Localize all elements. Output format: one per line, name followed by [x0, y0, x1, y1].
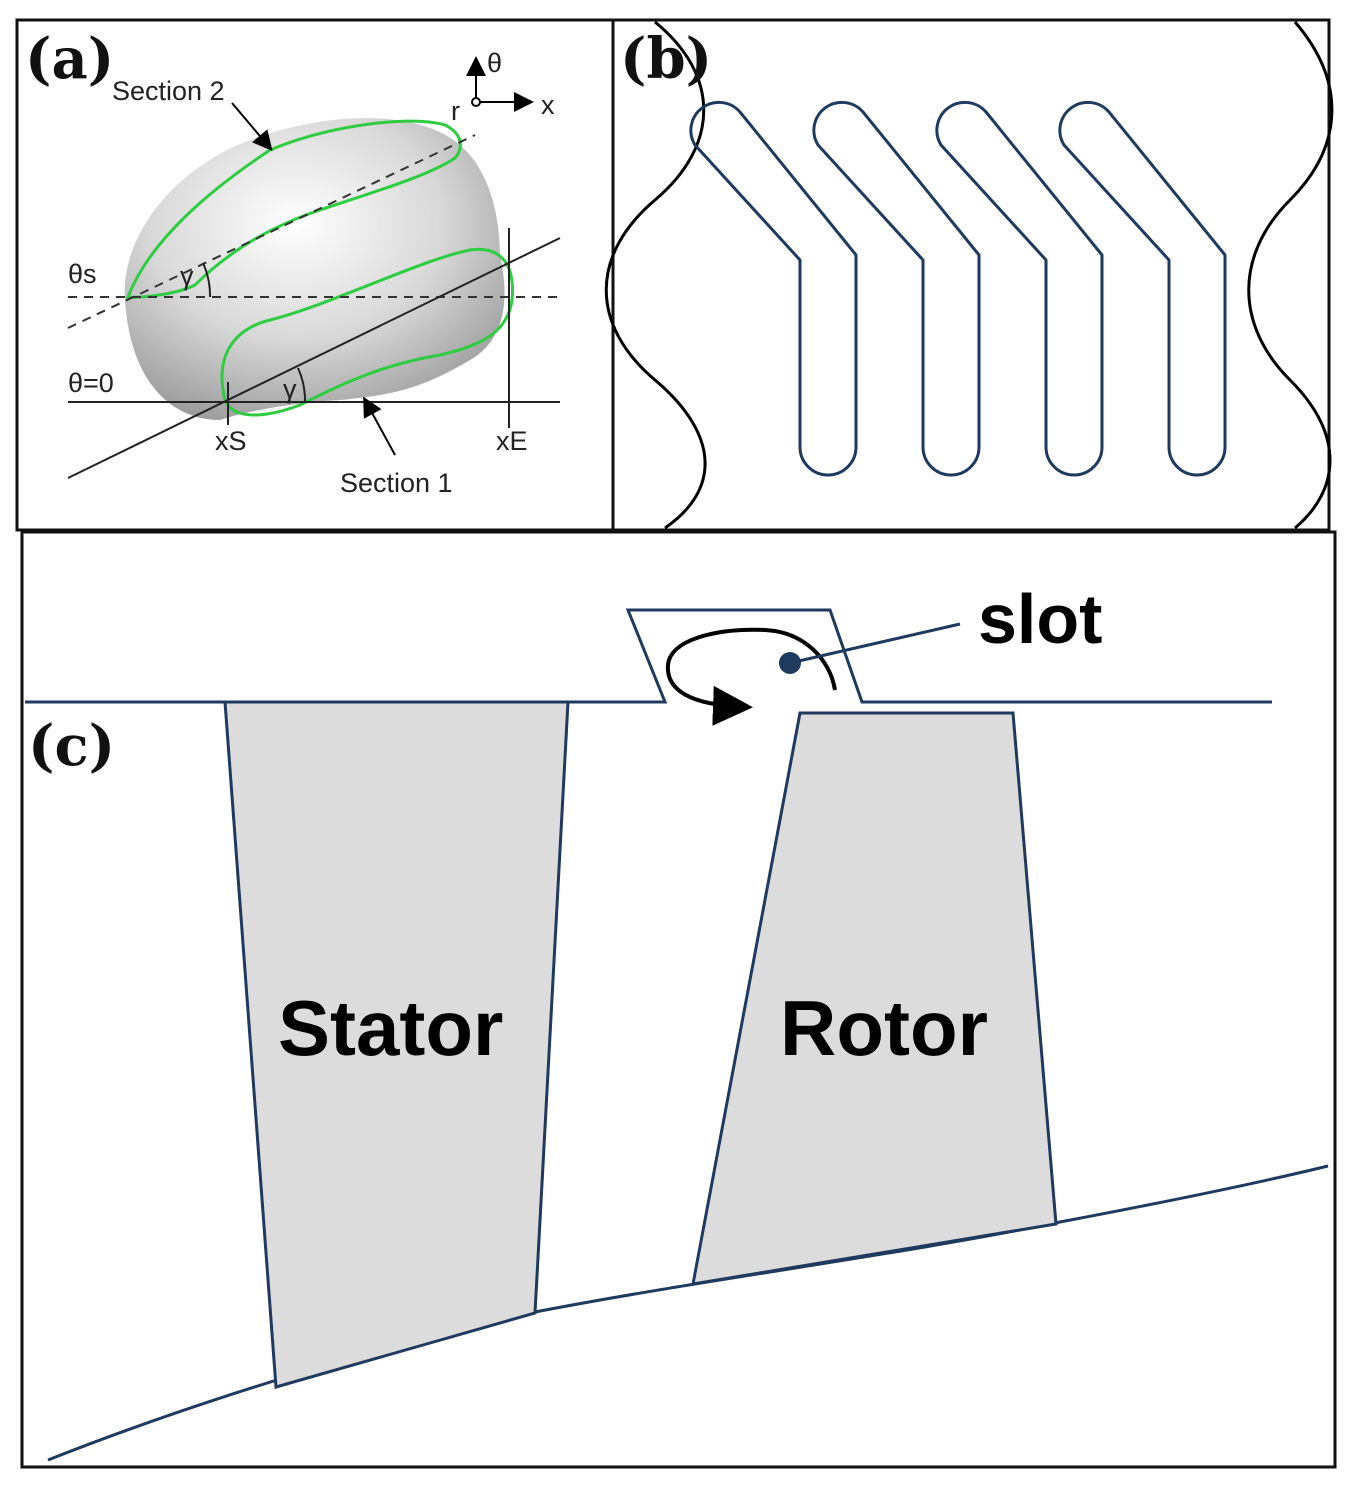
section-2-leader-arrow	[231, 102, 273, 152]
section-1-label: Section 1	[340, 468, 453, 498]
chevron-slot	[935, 100, 1104, 477]
panel-c-label: (c)	[28, 713, 115, 779]
r-axis-label: r	[451, 96, 460, 126]
slot-label: slot	[978, 580, 1102, 658]
panel-a: (a) Section 2 Section 1 θs θ=0 γ γ xS xE…	[15, 18, 615, 532]
chevron-slot	[1058, 100, 1227, 477]
chevron-slot	[812, 100, 981, 477]
stator-label: Stator	[278, 984, 503, 1072]
r-axis-origin	[471, 97, 481, 107]
rotor-label: Rotor	[780, 984, 988, 1072]
xe-label: xE	[496, 426, 528, 456]
section-2-label: Section 2	[112, 76, 225, 106]
panel-c-frame	[20, 530, 1337, 1469]
panel-b-frame	[611, 18, 1331, 532]
panel-c: slot Stator Rotor (c)	[20, 530, 1337, 1469]
x-axis-label: x	[541, 90, 555, 120]
chevron-slots	[689, 100, 1227, 477]
gamma-upper-arc	[202, 262, 212, 298]
panel-a-label: (a)	[25, 26, 114, 92]
theta-axis-label: θ	[487, 48, 502, 78]
upper-inclined-dashed-line	[67, 134, 476, 329]
panel-b: (b)	[604, 18, 1334, 532]
right-wavy-wall	[1247, 21, 1334, 530]
gamma-lower-arc	[297, 367, 307, 403]
theta-s-label: θs	[68, 259, 97, 289]
panel-b-label: (b)	[620, 26, 712, 92]
lower-inclined-line	[67, 237, 561, 479]
stator-blade	[223, 700, 570, 1389]
slot-pointer-line	[789, 622, 961, 665]
recirculation-flow-arrow	[665, 627, 837, 726]
xs-label: xS	[215, 426, 247, 456]
casing-treatment-surface	[124, 118, 505, 421]
gamma-upper-label: γ	[180, 261, 194, 291]
chevron-slot	[689, 100, 858, 477]
gamma-lower-label: γ	[283, 374, 297, 404]
section-1-leader-arrow	[363, 396, 396, 456]
rotor-blade	[691, 711, 1058, 1286]
theta-zero-label: θ=0	[68, 368, 114, 398]
